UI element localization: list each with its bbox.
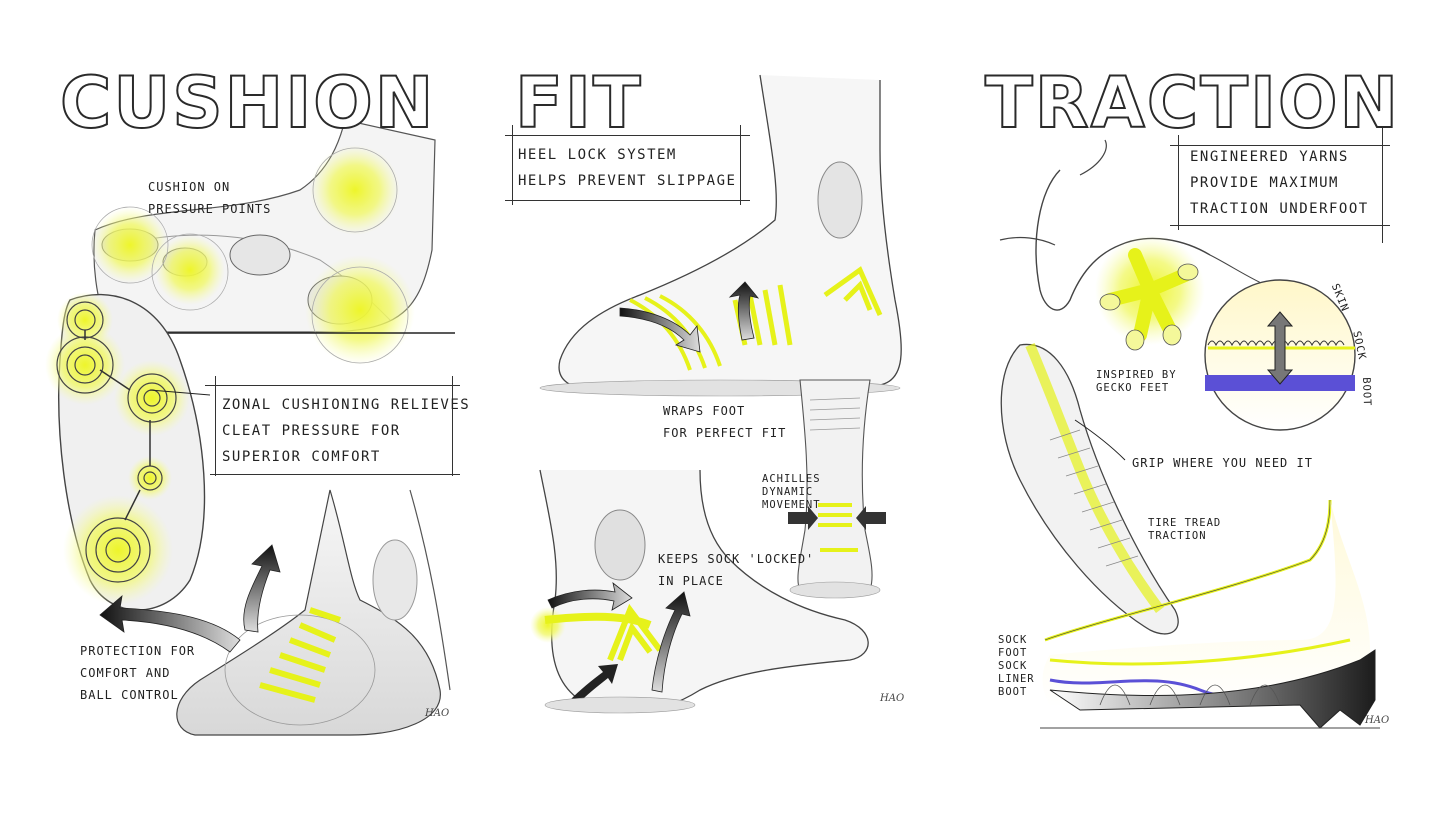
traction-panel — [999, 139, 1380, 729]
heel-icon — [530, 469, 869, 714]
cushion-pressure-label: CUSHION ON PRESSURE POINTS — [148, 180, 272, 216]
insole-icon — [45, 292, 211, 611]
foot-icon — [99, 489, 451, 736]
glow-circle-icon — [155, 235, 225, 305]
cushion-panel — [45, 119, 455, 736]
foot-skeleton-icon — [90, 119, 455, 365]
fit-keeps-label: KEEPS SOCK 'LOCKED' IN PLACE — [658, 552, 815, 588]
curved-arrow-icon — [619, 307, 701, 353]
curved-arrow-icon — [547, 581, 633, 611]
traction-layer-boot: BOOT — [1360, 377, 1374, 407]
glow-circle-icon — [92, 207, 168, 283]
cushion-protection-label: PROTECTION FOR COMFORT AND BALL CONTROL — [80, 644, 196, 702]
traction-yarns-callout: ENGINEERED YARNS PROVIDE MAXIMUM TRACTIO… — [1190, 149, 1369, 217]
cushion-zonal-callout: ZONAL CUSHIONING RELIEVES CLEAT PRESSURE… — [222, 397, 471, 465]
glow-circle-icon — [305, 255, 415, 365]
curved-arrow-icon — [788, 506, 818, 530]
traction-title: TRACTION — [984, 62, 1401, 144]
signature: HAO — [880, 693, 905, 704]
curved-arrow-icon — [570, 664, 618, 706]
curved-arrow-icon — [856, 506, 886, 530]
cushion-title: CUSHION — [59, 62, 436, 144]
traction-tire-label: TIRE TREAD TRACTION — [1148, 517, 1222, 542]
signature: HAO — [425, 708, 450, 719]
traction-gecko-label: INSPIRED BY GECKO FEET — [1096, 369, 1177, 394]
gecko-icon — [999, 139, 1301, 351]
heel-icon — [788, 379, 886, 599]
double-arrow-icon — [1266, 311, 1294, 385]
glow-circle-icon — [310, 145, 400, 235]
cross-section-labels: SOCK FOOT SOCK LINER BOOT — [998, 634, 1035, 698]
fit-achilles-label: ACHILLES DYNAMIC MOVEMENT — [762, 473, 821, 511]
curved-arrow-icon — [728, 281, 760, 341]
magnifier-icon — [1204, 279, 1356, 431]
traction-grip-label: GRIP WHERE YOU NEED IT — [1132, 456, 1313, 470]
fit-wraps-label: WRAPS FOOT FOR PERFECT FIT — [663, 404, 787, 440]
insole-icon — [1000, 343, 1179, 635]
fit-heel-callout: HEEL LOCK SYSTEM HELPS PREVENT SLIPPAGE — [518, 147, 737, 189]
cleat-boot-icon — [1040, 499, 1380, 729]
fit-panel — [530, 74, 902, 714]
fit-title: FIT — [514, 62, 643, 144]
curved-arrow-icon — [651, 591, 691, 693]
curved-arrow-icon — [243, 544, 281, 633]
curved-arrow-icon — [99, 594, 241, 653]
signature: HAO — [1365, 715, 1390, 726]
